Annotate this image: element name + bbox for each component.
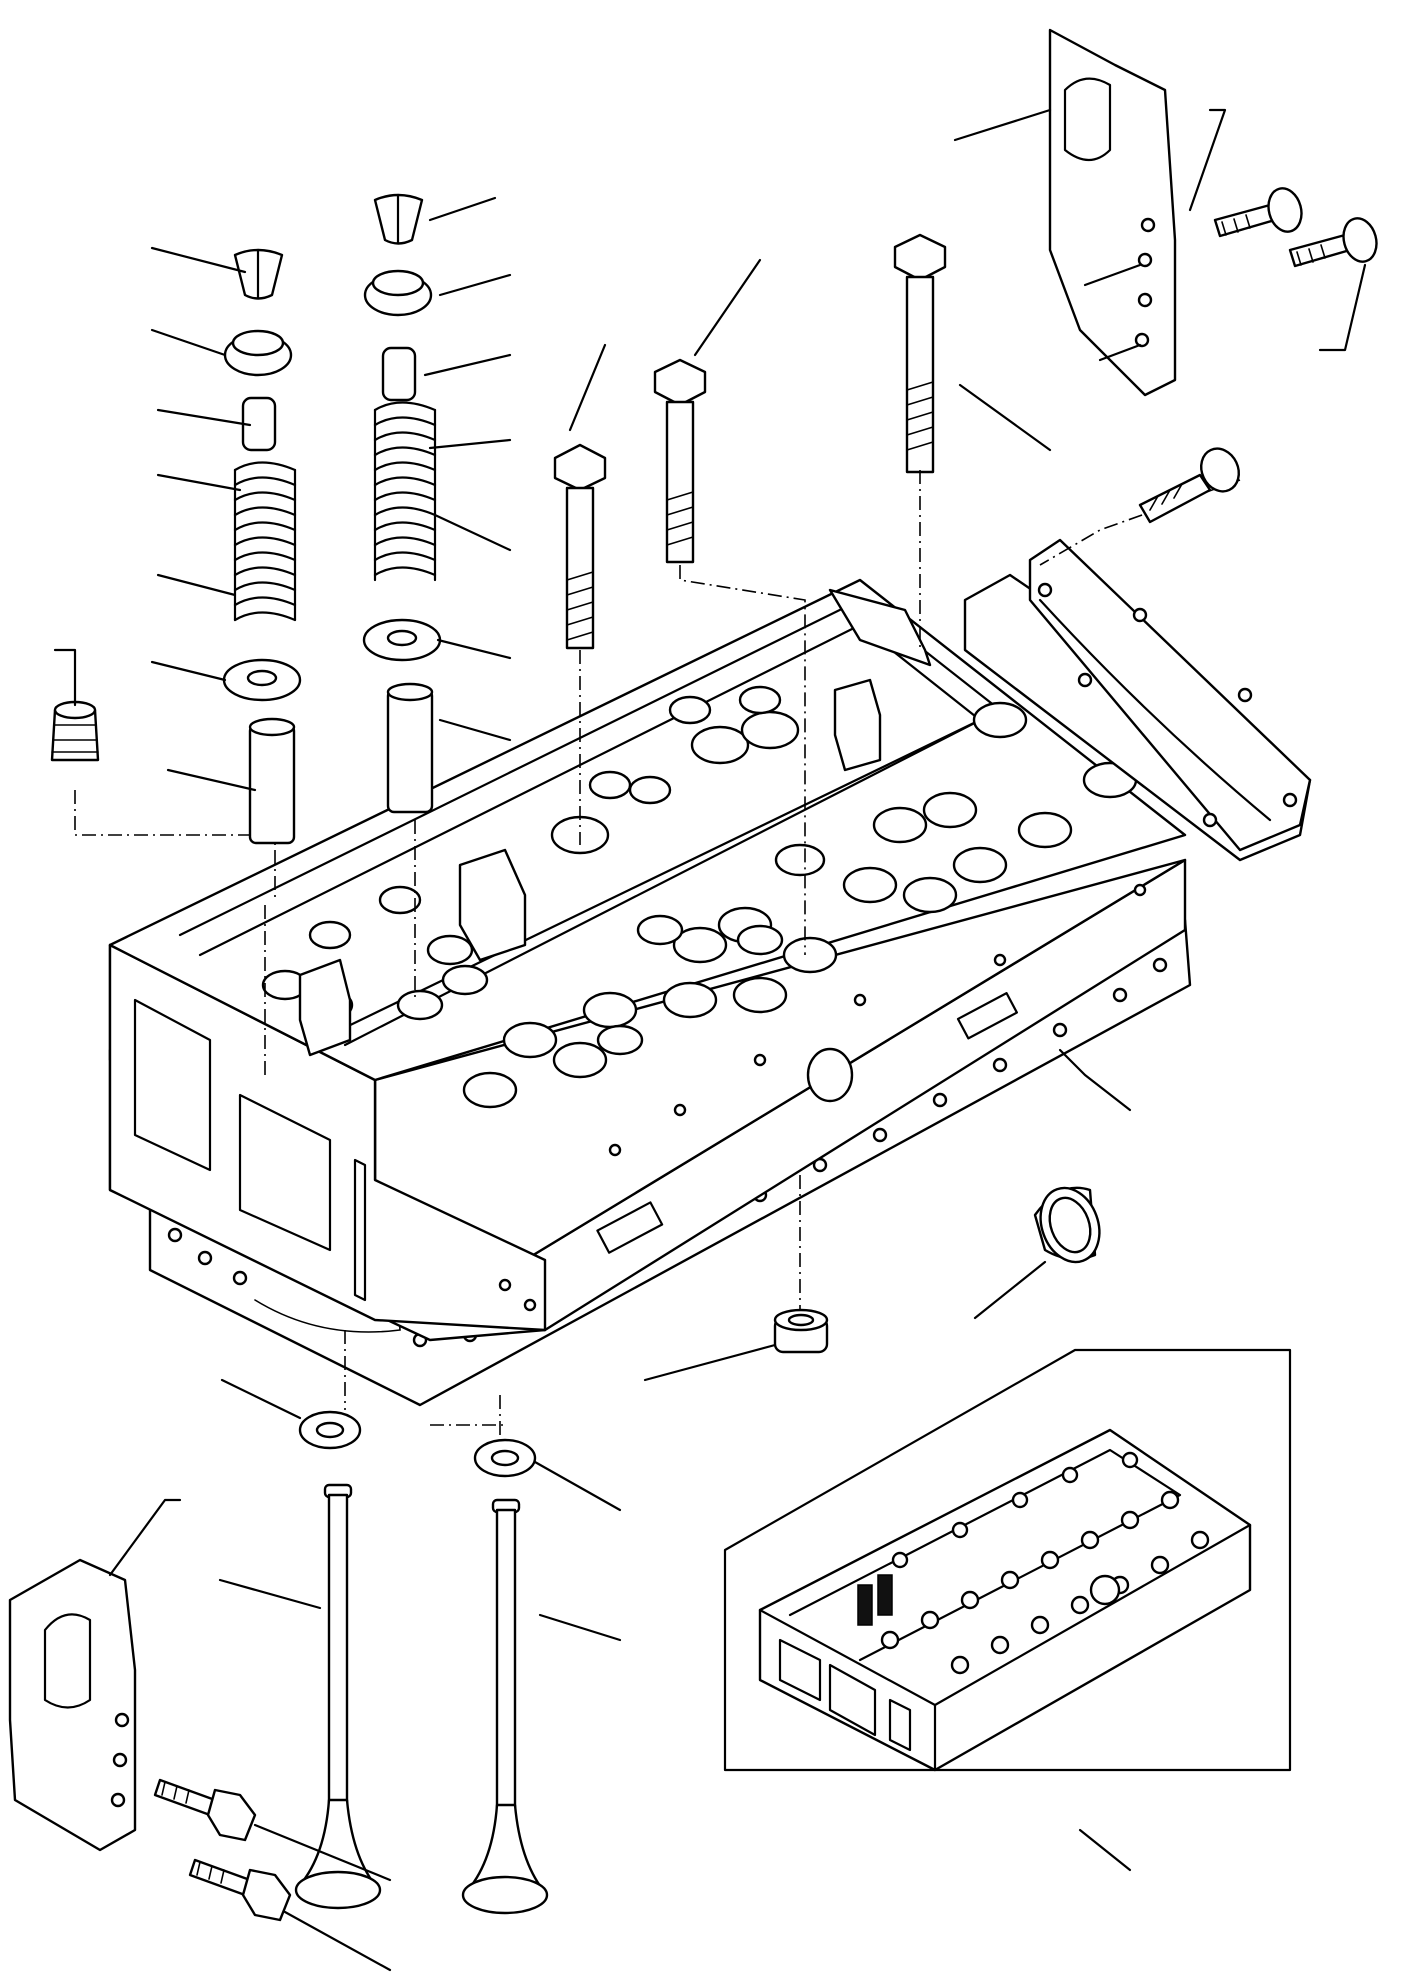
leader-lines (53, 108, 1367, 1972)
threaded-plug (50, 700, 100, 762)
valve-guide (386, 682, 434, 814)
head-bolt (893, 233, 947, 474)
valve-seat-insert (298, 1410, 362, 1450)
valve-seat-insert (473, 1438, 537, 1478)
spring-seat-washer (222, 658, 302, 702)
valve-collet (233, 248, 284, 300)
deck-bosses (261, 681, 1138, 1109)
flange-bolt (188, 1858, 292, 1922)
intake-valve (294, 1483, 382, 1910)
lifting-bracket-front (8, 1558, 137, 1852)
exhaust-valve (461, 1498, 549, 1915)
spring-retainer (363, 269, 433, 317)
spring-retainer (223, 329, 293, 377)
rear-cover-plate (1028, 538, 1312, 852)
valve-collet (373, 193, 424, 245)
injector-sleeve (773, 1308, 829, 1354)
head-bolt (553, 443, 607, 650)
valve-spring-inner (381, 346, 417, 402)
spring-seat-washer (362, 618, 442, 662)
valve-spring-outer (233, 461, 297, 622)
valve-pockets (308, 685, 826, 950)
flange-bolt (1288, 217, 1378, 268)
valve-guide (248, 717, 296, 845)
cylinder-head (108, 578, 1187, 1342)
lifting-bracket-rear (1048, 28, 1177, 397)
head-bolt (653, 358, 707, 564)
inset-assembly-view (723, 1348, 1292, 1772)
flange-bolt (153, 1778, 257, 1842)
flange-bolt (1213, 187, 1303, 238)
expansion-plug (1033, 1186, 1101, 1264)
valve-spring-outer (373, 401, 437, 582)
flange-bolt (1138, 447, 1240, 524)
